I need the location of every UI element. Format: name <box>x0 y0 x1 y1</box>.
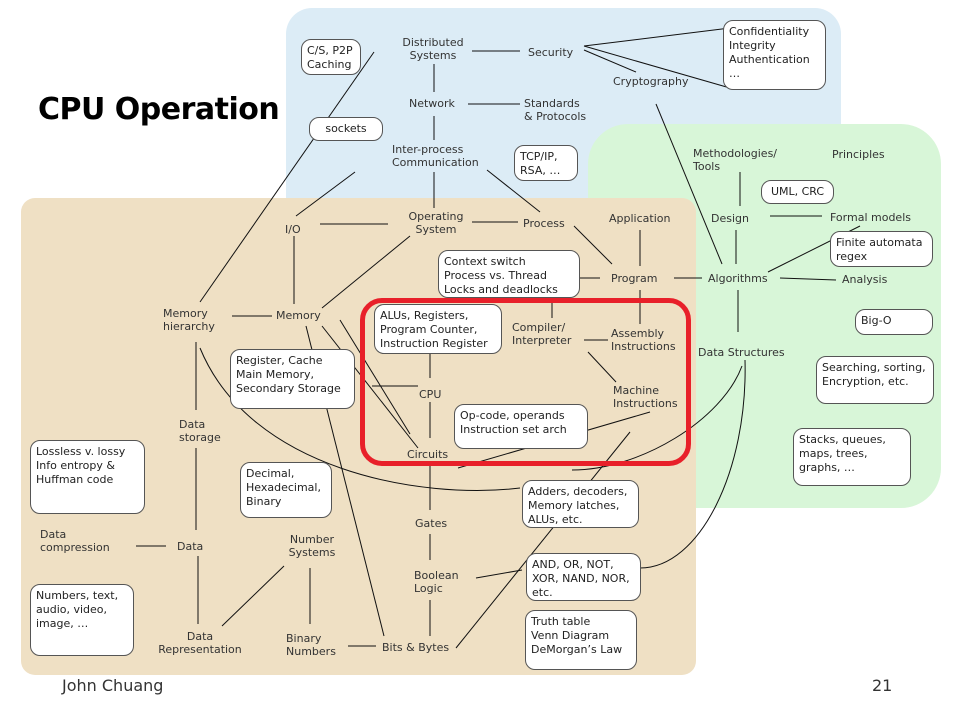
numbers-text-callout: Numbers, text, audio, video, image, … <box>30 584 134 656</box>
register-cache-callout: Register, Cache Main Memory, Secondary S… <box>230 349 355 409</box>
alus-registers-callout: ALUs, Registers, Program Counter, Instru… <box>374 304 502 354</box>
tcp-ip-callout: TCP/IP, RSA, … <box>514 145 578 181</box>
formal-models-node: Formal models <box>830 211 911 224</box>
author-footer: John Chuang <box>62 676 164 695</box>
inter-process-communication-node: Inter-process Communication <box>392 143 479 169</box>
standards-protocols-node: Standards & Protocols <box>524 97 587 123</box>
principles-node: Principles <box>832 148 885 161</box>
opcode-callout: Op-code, operands Instruction set arch <box>454 404 588 449</box>
distributed-systems-node: Distributed Systems <box>402 36 464 62</box>
assembly-instructions-node: Assembly Instructions <box>611 327 676 353</box>
memory-hierarchy-node: Memory hierarchy <box>163 307 215 333</box>
machine-instructions-node: Machine Instructions <box>613 384 678 410</box>
searching-sorting-callout: Searching, sorting, Encryption, etc. <box>816 356 934 404</box>
compiler-interpreter-node: Compiler/ Interpreter <box>512 321 572 347</box>
circuits-node: Circuits <box>407 448 449 461</box>
big-o-callout: Big-O <box>855 309 933 335</box>
cryptography-node: Cryptography <box>613 75 689 88</box>
memory-node: Memory <box>276 309 321 322</box>
analysis-node: Analysis <box>842 273 888 286</box>
application-node: Application <box>609 212 671 225</box>
gates-node: Gates <box>415 517 448 530</box>
adders-callout: Adders, decoders, Memory latches, ALUs, … <box>522 480 639 528</box>
stacks-queues-callout: Stacks, queues, maps, trees, graphs, … <box>793 428 911 486</box>
data-structures-node: Data Structures <box>698 346 785 359</box>
algorithms-node: Algorithms <box>708 272 768 285</box>
finite-automata-callout: Finite automata regex <box>830 231 933 267</box>
and-or-callout: AND, OR, NOT, XOR, NAND, NOR, etc. <box>526 553 641 601</box>
sockets-callout: sockets <box>309 117 383 141</box>
program-node: Program <box>611 272 658 285</box>
page-number: 21 <box>872 676 893 695</box>
uml-crc-callout: UML, CRC <box>761 180 834 204</box>
security-node: Security <box>528 46 574 59</box>
cpu-operation-highlight <box>360 298 691 466</box>
slide-title: CPU Operation <box>38 92 280 127</box>
data-compression-node: Data compression <box>40 528 110 554</box>
boolean-logic-node: Boolean Logic <box>414 569 459 595</box>
number-systems-node: Number Systems <box>288 533 336 559</box>
lossless-callout: Lossless v. lossy Info entropy & Huffman… <box>30 440 145 514</box>
data-representation-node: Data Representation <box>158 630 242 656</box>
binary-numbers-node: Binary Numbers <box>286 632 336 658</box>
bits-bytes-node: Bits & Bytes <box>382 641 450 654</box>
context-switch-callout: Context switch Process vs. Thread Locks … <box>438 250 580 298</box>
operating-system-node: Operating System <box>408 210 464 236</box>
process-node: Process <box>523 217 565 230</box>
methodologies-tools-node: Methodologies/ Tools <box>693 147 778 173</box>
cs-p2p-callout: C/S, P2P Caching <box>301 39 361 75</box>
network-node: Network <box>409 97 455 110</box>
cpu-node: CPU <box>419 388 442 401</box>
data-node: Data <box>177 540 204 553</box>
decimal-callout: Decimal, Hexadecimal, Binary <box>240 462 332 518</box>
data-storage-node: Data storage <box>179 418 221 444</box>
io-node: I/O <box>285 223 301 236</box>
truth-table-callout: Truth table Venn Diagram DeMorgan’s Law <box>525 610 637 670</box>
design-node: Design <box>711 212 749 225</box>
confidentiality-callout: Confidentiality Integrity Authentication… <box>723 20 826 90</box>
